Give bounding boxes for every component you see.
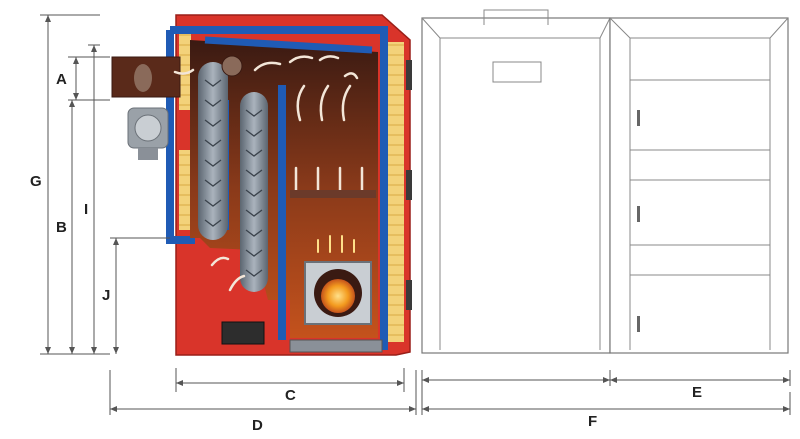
drive-gear-icon	[221, 55, 243, 77]
water-jacket	[166, 26, 388, 350]
insulation-left	[179, 30, 191, 110]
dim-label-g: G	[30, 173, 42, 190]
dim-label-f: F	[588, 413, 597, 430]
door-hinges	[406, 60, 412, 310]
dimension-arrowheads	[45, 15, 790, 412]
boiler-cutaway	[111, 14, 412, 356]
gas-flow-arrows	[173, 55, 364, 292]
ash-pan	[289, 339, 383, 353]
fuel-hopper	[421, 9, 611, 354]
dim-label-j: J	[102, 287, 110, 304]
flue-outlet	[111, 56, 181, 160]
dim-label-d: D	[252, 417, 263, 434]
dim-label-c: C	[285, 387, 296, 404]
dim-label-a: A	[56, 71, 67, 88]
dim-label-i: I	[84, 201, 88, 218]
cabinet-body	[609, 17, 789, 354]
flue-tubes	[198, 62, 268, 292]
top-baffle	[204, 36, 373, 54]
flue-tube-left	[198, 62, 228, 240]
firebox-window	[304, 235, 372, 325]
auger-cabinet	[609, 17, 789, 354]
dim-label-e: E	[692, 384, 702, 401]
flue-tube-right	[240, 92, 268, 292]
dim-label-b: B	[56, 219, 67, 236]
grate-upper	[290, 190, 376, 198]
insulation-right	[388, 42, 404, 342]
hopper-inspection-window	[492, 61, 542, 83]
cabinet-latches	[637, 110, 640, 332]
ash-door	[221, 321, 265, 345]
hopper-lid-handle	[483, 9, 549, 25]
hopper-body	[421, 17, 611, 354]
